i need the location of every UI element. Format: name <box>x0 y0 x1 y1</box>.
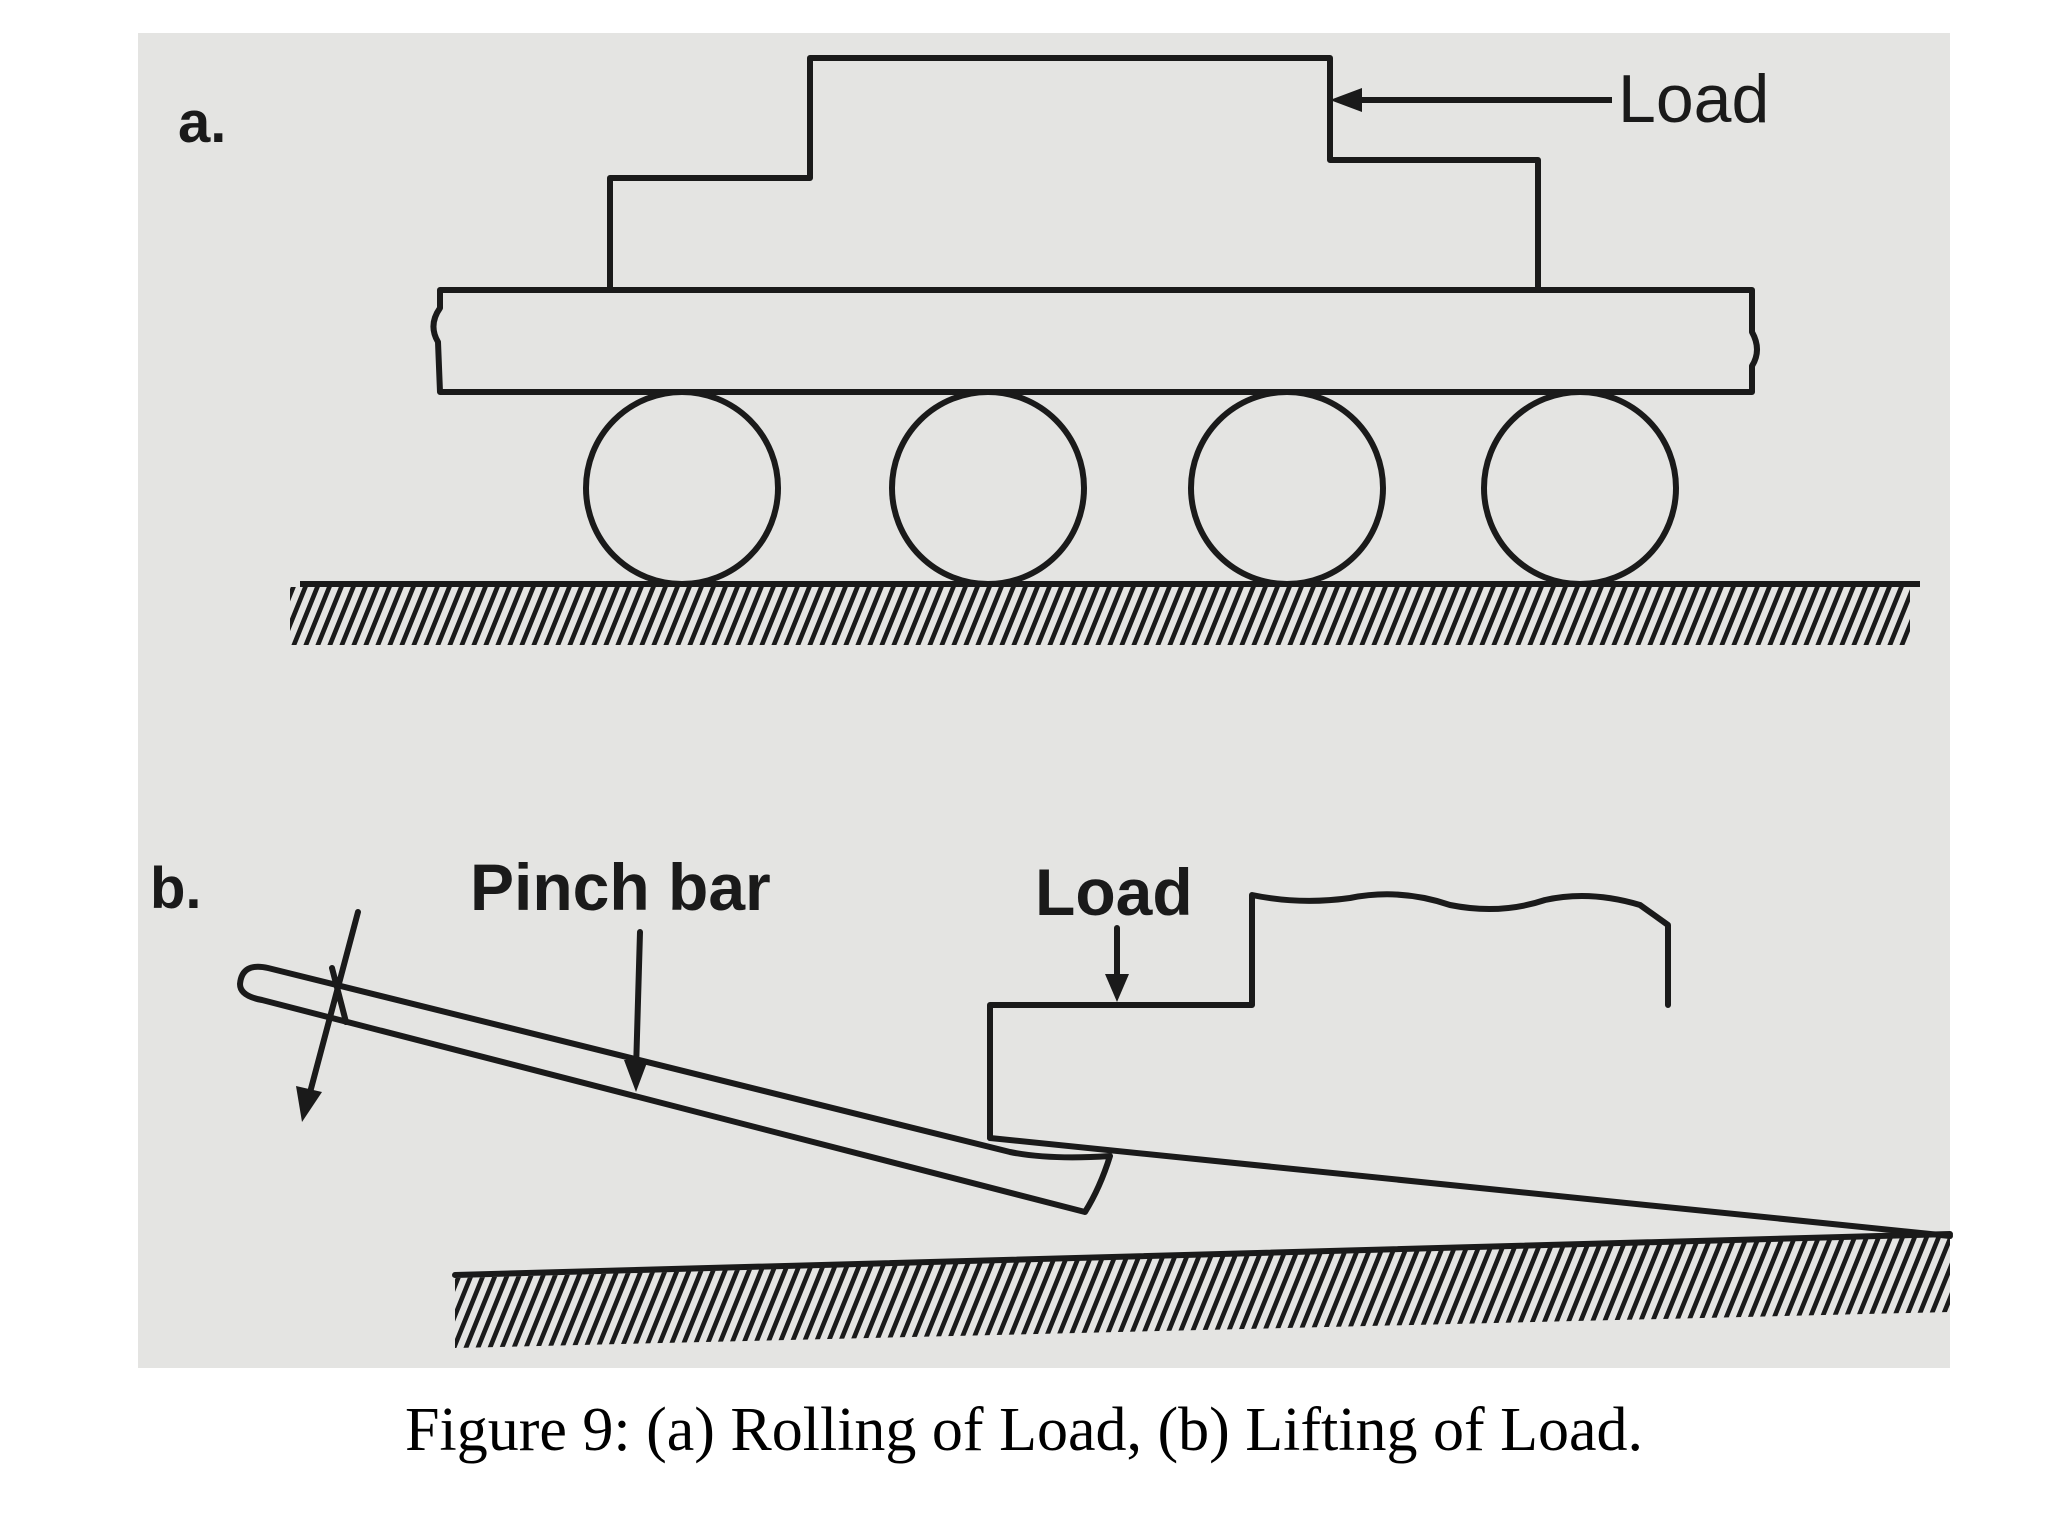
pinch-bar-leader-arrow <box>624 1060 648 1092</box>
force-arrow-head <box>296 1086 322 1122</box>
load-base-b <box>987 1135 1953 1239</box>
load-block-b <box>987 891 1671 1141</box>
load-leader-arrow-b <box>1105 974 1129 1002</box>
panel-a <box>300 55 1920 587</box>
pinch-bar-label: Pinch bar <box>470 850 771 924</box>
platform-plank <box>430 287 1760 395</box>
pinch-bar <box>237 963 1113 1215</box>
ground-line-b <box>452 1231 1953 1278</box>
panel-b <box>237 891 1953 1278</box>
force-marker <box>329 965 349 1025</box>
load-label-b: Load <box>1035 855 1193 929</box>
load-label-a: Load <box>1618 61 1769 137</box>
ground-hatch-a <box>290 587 1910 645</box>
load-leader-arrow-a <box>1330 88 1362 112</box>
panel-b-label: b. <box>150 856 202 921</box>
pinch-bar-leader <box>633 929 643 1073</box>
load-block-a <box>607 55 1541 290</box>
force-arrow-shaft <box>305 909 361 1103</box>
figure-caption: Figure 9: (a) Rolling of Load, (b) Lifti… <box>404 1396 1643 1464</box>
panel-a-label: a. <box>178 90 226 155</box>
photo-background <box>138 33 1950 1368</box>
